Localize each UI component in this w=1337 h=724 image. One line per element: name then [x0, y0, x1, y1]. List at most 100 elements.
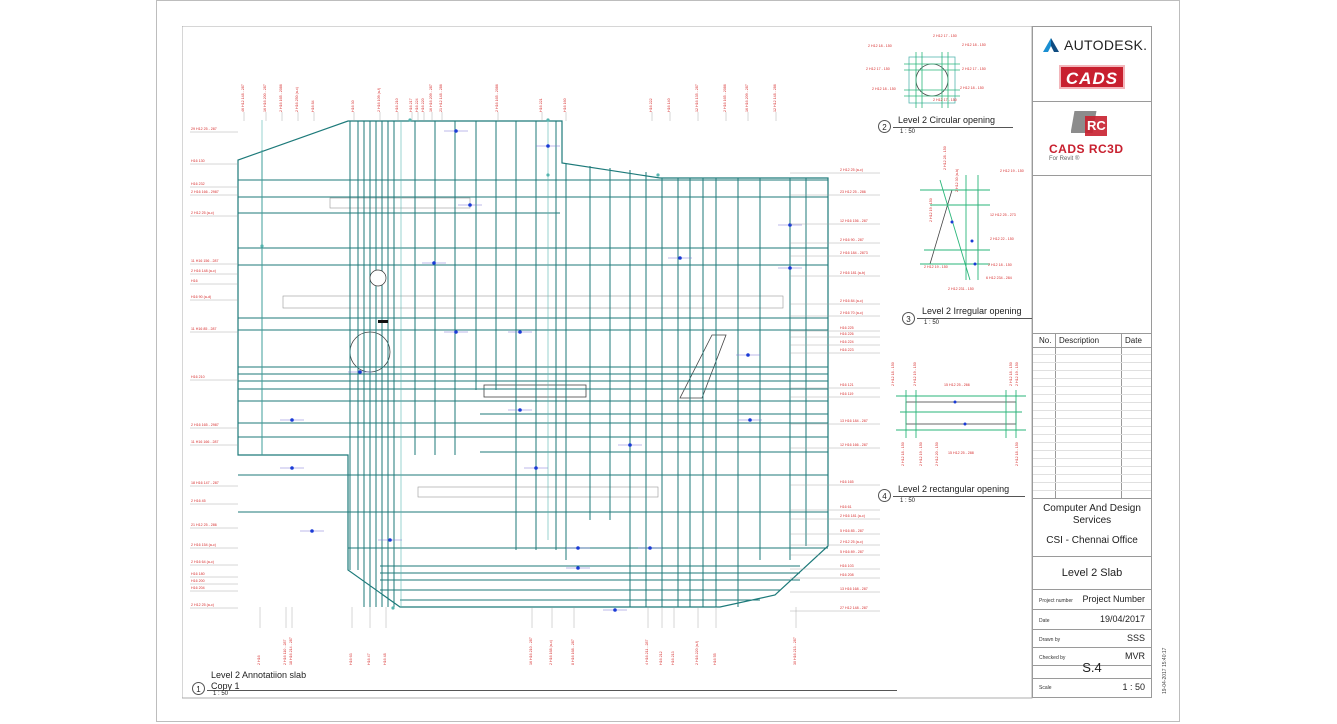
scale-divider: [1033, 678, 1151, 679]
irregular-detail-annotation: 2 H12 19 - 150: [924, 265, 948, 269]
view-4-number: 4: [878, 489, 891, 502]
irregular-detail-annotation: 6 H12 234 - 284: [986, 276, 1012, 280]
rebar-annotation-top: H16 222: [649, 98, 653, 112]
rebar-annotation-bottom: 18 H16 214 - 287: [289, 637, 293, 665]
checked-by-label: Checked by: [1039, 655, 1066, 661]
irregular-detail-annotation: 2 H12 19 - 150: [929, 198, 933, 222]
rebar-annotation-bottom: H16 212: [659, 651, 663, 665]
rebar-annotation-top: H16 84: [311, 100, 315, 112]
checked-by-row: Checked by MVR: [1033, 648, 1151, 666]
rebar-annotation-top: 16 H16 209 - 287: [745, 84, 749, 112]
rectangular-region: [282, 295, 784, 309]
rebar-annotation-left: 18 H16 147 - 287: [191, 481, 219, 485]
project-number-label: Project number: [1039, 598, 1073, 604]
rectangular-region: [329, 197, 471, 209]
rectangular-detail-opening: [905, 401, 1017, 425]
revision-no-header: No.: [1039, 336, 1052, 345]
view-3-scale: 1 : 50: [924, 320, 940, 326]
rebar-annotation-left: H16 180: [191, 572, 205, 576]
rebar-annotation-right: H16 103: [840, 564, 854, 568]
rebar-annotation-left: 2 H16 64 (a-c): [191, 560, 214, 564]
rectangular-detail-annotation: 2 H12 18 - 150: [891, 362, 895, 386]
checked-by-value: MVR: [1125, 651, 1145, 661]
rebar-annotation-left: 2 H16 166 - 2987: [191, 190, 219, 194]
rectangular-opening: [483, 384, 587, 398]
scale-label: Scale: [1039, 685, 1052, 691]
bar-mark-dot: [290, 418, 294, 422]
drawn-by-label: Drawn by: [1039, 637, 1061, 643]
rebar-annotation-top: 2 H16 109 (a-f): [377, 88, 381, 112]
rebar-annotation-right: 12 H16 156 - 287: [840, 219, 868, 223]
view-4-title: Level 2 rectangular opening: [898, 484, 1010, 494]
rc3d-logo-icon: RC: [1071, 111, 1107, 136]
rebar-annotation-right: 2 H12 25 (a-c): [840, 540, 863, 544]
view-2-title-underline: [893, 127, 1013, 128]
bar-mark-dot: [454, 330, 458, 334]
rebar-annotation-right: 5 H16 85 - 287: [840, 529, 864, 533]
rebar-annotation-top: H16 30: [351, 100, 355, 112]
rectangular-detail-annotation: 15 H12 25 - 288: [948, 451, 974, 455]
rebar-annotation-bottom: 8 H16 168 - 287: [571, 639, 575, 665]
rebar-annotation-top: H16 221: [539, 98, 543, 112]
rebar-annotation-bottom: 2 H16 110 - 287: [283, 639, 287, 665]
rectangular-detail-dot: [963, 422, 967, 426]
rebar-annotation-right: 2 H16 181 (a-c): [840, 514, 865, 518]
bar-end-marker: [546, 118, 550, 122]
rebar-annotation-right: H16 223: [840, 348, 854, 352]
revision-description-header: Description: [1059, 336, 1100, 345]
rebar-annotation-top: 16 H16 209 - 287: [429, 84, 433, 112]
rectangular-detail-annotation: 2 H12 18 - 150: [1009, 362, 1013, 386]
view-1-number: 1: [192, 682, 205, 695]
rebar-annotation-left: H16 90 (a-d): [191, 295, 211, 299]
rebar-annotation-right: 2 H16 184 - 2873: [840, 251, 868, 255]
rebar-annotation-left: H16 200: [191, 579, 205, 583]
circular-detail-annotation: 2 H12 17 - 150: [933, 98, 957, 102]
rebar-annotation-top: 2 H16 165 - 2086: [279, 84, 283, 112]
rebar-annotation-right: 13 H16 168 - 287: [840, 587, 868, 591]
view-2-title: Level 2 Circular opening: [898, 115, 996, 125]
rebar-annotation-left: 2 H16 165 - 2987: [191, 423, 219, 427]
project-number-value: Project Number: [1082, 594, 1145, 604]
bar-mark-dot: [310, 529, 314, 533]
rebar-annotation-right: 2 H16 90 - 287: [840, 238, 864, 242]
view-2-number: 2: [878, 120, 891, 133]
bar-mark-dot: [358, 370, 362, 374]
rectangular-region: [417, 486, 659, 498]
rebar-annotation-right: 23 H12 25 - 286: [840, 190, 866, 194]
irregular-detail-annotation: 2 H12 231 - 150: [948, 287, 974, 291]
print-timestamp: 19-04-2017 15:40:17: [1162, 647, 1168, 694]
rebar-annotation-right: 5 H16 89 - 287: [840, 550, 864, 554]
drawn-by-row: Drawn by SSS: [1033, 630, 1151, 648]
rebar-annotation-right: H16 119: [840, 392, 853, 396]
date-row: Date 19/04/2017: [1033, 610, 1151, 630]
rebar-annotation-top: H16 160: [563, 98, 567, 112]
rebar-annotation-bottom: H16 47: [367, 653, 371, 665]
rebar-annotation-right: H16 121: [840, 383, 854, 387]
rebar-annotation-left: 2 H16 45: [191, 499, 206, 503]
rebar-annotation-left: H16 130: [191, 159, 205, 163]
irregular-detail-annotation: 2 H12 18 - 150: [988, 263, 1012, 267]
circular-detail-opening: [915, 63, 949, 97]
view-1-title-line2: Copy 1: [211, 681, 240, 691]
rectangular-detail-annotation: 2 H12 19 - 150: [913, 362, 917, 386]
circular-detail-annotation: 2 H12 18 - 150: [962, 43, 986, 47]
rebar-annotation-top: 2 H16 165 - 2086: [723, 84, 727, 112]
title-block: AUTODESK. CADS RC CADS RC3D For Revit ® …: [1032, 26, 1152, 698]
view-4-scale: 1 : 50: [900, 498, 916, 504]
circular-detail-annotation: 2 H12 18 - 150: [960, 86, 984, 90]
rebar-annotation-bottom: H16 63: [349, 653, 353, 665]
rebar-annotation-right: 27 H12 148 - 287: [840, 606, 868, 610]
bar-mark-dot: [648, 546, 652, 550]
rebar-annotation-left: 2 H16 148 (a-c): [191, 269, 216, 273]
rebar-annotation-top: 16 H16 200 - 287: [263, 84, 267, 112]
rectangular-detail-annotation: 15 H12 25 - 266: [944, 383, 970, 387]
rebar-annotation-top: H16 217: [409, 98, 413, 112]
rebar-annotation-left: 11 H16 85 - 287: [191, 327, 217, 331]
rebar-annotation-left: 11 H16 166 - 287: [191, 440, 219, 444]
rebar-annotation-top: H16 140: [667, 98, 671, 112]
rebar-annotation-bottom: 2 H16 168 (a-c): [549, 640, 553, 665]
drawn-by-value: SSS: [1126, 633, 1145, 643]
bar-mark-dot: [788, 223, 792, 227]
rebar-annotation-left: H16 232: [191, 182, 205, 186]
